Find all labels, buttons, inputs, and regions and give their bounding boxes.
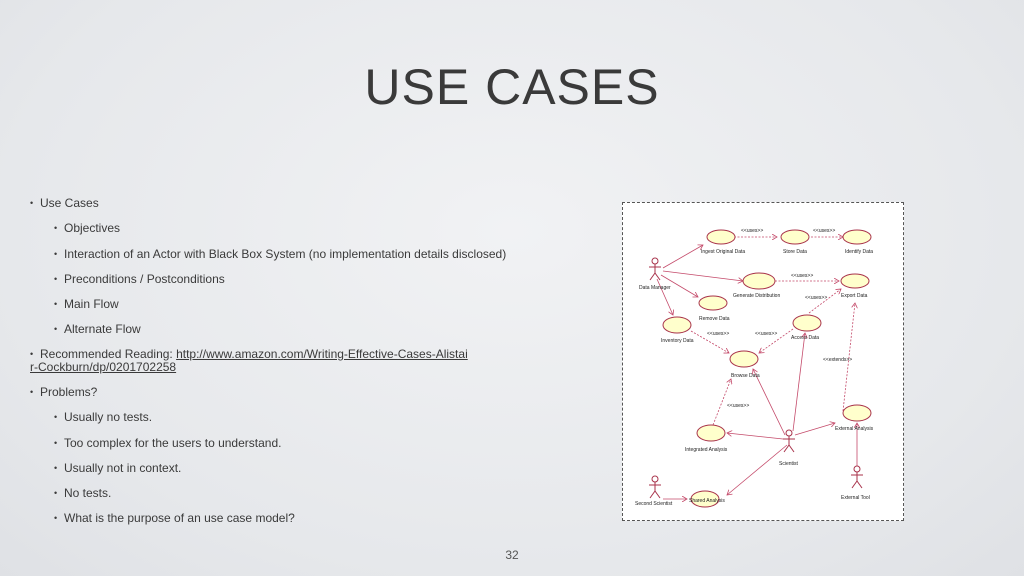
stereotype-uses: <<uses>>	[707, 331, 729, 337]
actor-label: External Tool	[841, 495, 870, 501]
use-case-diagram: <<uses>> <<uses>> <<uses>> <<uses>> <<us…	[622, 202, 904, 521]
stereotype-extends: <<extends>>	[823, 357, 852, 363]
actor-second-scientist: Second Scientist	[635, 475, 673, 507]
use-case-integrated: Integrated Analysis	[685, 424, 728, 453]
use-case-inventory: Inventory Data	[661, 316, 694, 344]
bullet-purpose: •What is the purpose of an use case mode…	[54, 511, 295, 525]
bullet-text: Problems?	[40, 385, 98, 399]
bullet-text: Use Cases	[40, 196, 99, 210]
use-case-label: External Analysis	[835, 426, 874, 432]
use-case-identify: Identify Data	[842, 229, 873, 255]
bullet-problems: •Problems?	[30, 385, 98, 399]
use-case-generate: Generate Distribution	[733, 272, 780, 299]
use-case-export: Export Data	[840, 273, 870, 299]
bullet-text: Too complex for the users to understand.	[64, 436, 282, 450]
stereotype-uses: <<uses>>	[741, 228, 763, 234]
stereotype-uses: <<uses>>	[791, 273, 813, 279]
use-case-browse: Browse Data	[729, 350, 760, 379]
stereotype-uses: <<uses>>	[813, 228, 835, 234]
actor-external-tool: External Tool	[841, 465, 870, 501]
use-case-label: Store Data	[783, 249, 807, 255]
bullet-alternate-flow: •Alternate Flow	[54, 322, 141, 336]
bullet-text: What is the purpose of an use case model…	[64, 511, 295, 525]
bullet-no-tests: •No tests.	[54, 486, 112, 500]
stereotype-uses: <<uses>>	[727, 403, 749, 409]
bullet-text: Usually not in context.	[64, 461, 182, 475]
bullet-main-flow: •Main Flow	[54, 297, 119, 311]
bullet-objectives: •Objectives	[54, 221, 121, 235]
bullet-not-in-context: •Usually not in context.	[54, 461, 182, 475]
use-case-diagram-svg: <<uses>> <<uses>> <<uses>> <<uses>> <<us…	[635, 228, 874, 508]
stereotype-uses: <<uses>>	[755, 331, 777, 337]
use-case-label: Ingest Original Data	[701, 249, 745, 255]
bullet-text: Preconditions / Postconditions	[64, 272, 225, 286]
bullet-recommended-reading: •Recommended Reading: http://www.amazon.…	[30, 347, 468, 374]
use-case-store: Store Data	[780, 229, 810, 255]
slide-title: USE CASES	[364, 59, 660, 115]
use-case-label: Export Data	[841, 293, 868, 299]
stereotype-uses: <<uses>>	[805, 295, 827, 301]
use-case-label: Browse Data	[731, 373, 760, 379]
use-case-label: Inventory Data	[661, 338, 694, 344]
use-case-remove: Remove Data	[698, 295, 730, 322]
bullet-too-complex: •Too complex for the users to understand…	[54, 436, 282, 450]
stereotype-labels: <<uses>> <<uses>> <<uses>> <<uses>> <<us…	[707, 228, 852, 409]
bullet-no-tests-usually: •Usually no tests.	[54, 410, 153, 424]
page-number: 32	[505, 548, 519, 562]
actor-label: Scientist	[779, 461, 799, 467]
bullet-interaction: •Interaction of an Actor with Black Box …	[54, 247, 507, 261]
bullet-text: Main Flow	[64, 297, 119, 311]
actor-label: Data Manager	[639, 285, 671, 291]
actor-label: Second Scientist	[635, 501, 673, 507]
use-case-label: Remove Data	[699, 316, 730, 322]
bullet-text: No tests.	[64, 486, 112, 500]
bullet-use-cases: • Use Cases	[30, 196, 99, 210]
actor-scientist: Scientist	[779, 429, 799, 467]
use-case-label: Shared Analysis	[689, 498, 725, 504]
bullet-text: Interaction of an Actor with Black Box S…	[64, 247, 507, 261]
use-case-label: Generate Distribution	[733, 293, 780, 299]
use-case-label: Identify Data	[845, 249, 873, 255]
use-case-label: Access Data	[791, 335, 819, 341]
bullet-text: Usually no tests.	[64, 410, 153, 424]
bullet-text: Alternate Flow	[64, 322, 141, 336]
actor-data-manager: Data Manager	[639, 257, 671, 291]
use-case-access: Access Data	[791, 314, 822, 341]
recommended-label: Recommended Reading:	[40, 347, 177, 361]
use-case-ingest: Ingest Original Data	[701, 229, 745, 255]
bullet-text: Objectives	[64, 221, 121, 235]
recommended-link[interactable]: http://www.amazon.com/Writing-Effective-…	[30, 347, 468, 374]
bullet-pre-post: •Preconditions / Postconditions	[54, 272, 225, 286]
use-case-label: Integrated Analysis	[685, 447, 728, 453]
use-case-shared: Shared Analysis	[689, 490, 725, 508]
use-case-external-analysis: External Analysis	[835, 404, 874, 432]
bullet-dot: •	[30, 198, 34, 208]
